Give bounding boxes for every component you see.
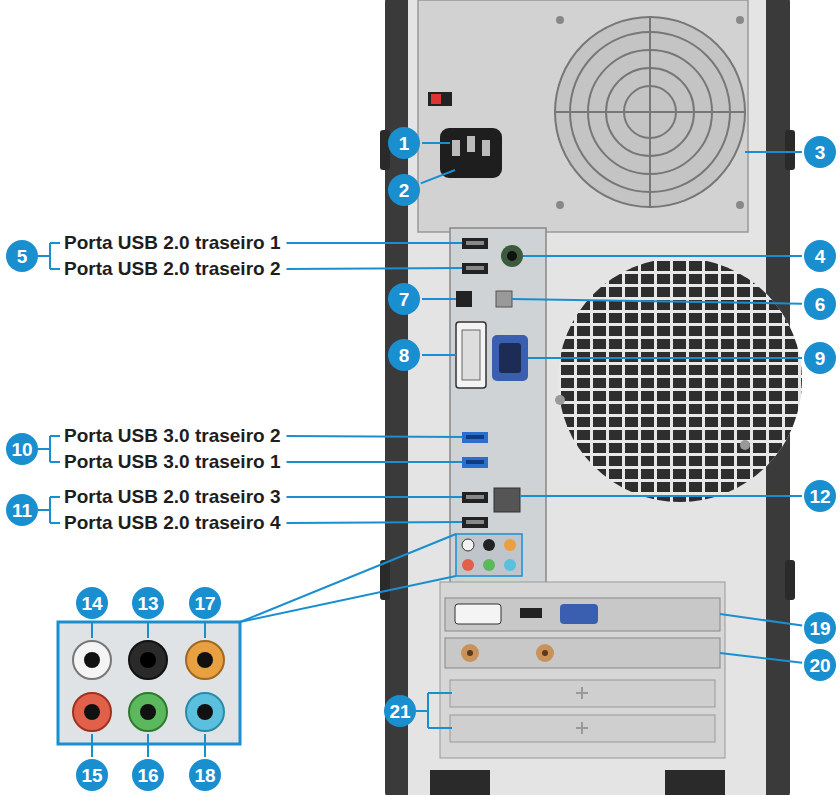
callout-number: 13 bbox=[132, 587, 164, 619]
callout-number: 2 bbox=[388, 174, 420, 206]
leader-line bbox=[286, 436, 462, 437]
leader-line bbox=[91, 621, 93, 638]
callout-number: 6 bbox=[804, 288, 836, 320]
callout-number: 8 bbox=[388, 339, 420, 371]
callout-number: 1 bbox=[388, 127, 420, 159]
leader-line bbox=[286, 268, 462, 269]
port-label: Porta USB 2.0 traseiro 1 bbox=[64, 233, 280, 254]
leader-line bbox=[422, 354, 456, 356]
callout-number: 9 bbox=[804, 342, 836, 374]
leader-line bbox=[422, 142, 450, 144]
case-fan-grille bbox=[555, 255, 805, 505]
callout-number: 17 bbox=[189, 587, 221, 619]
leader-line bbox=[720, 614, 802, 626]
callout-number: 16 bbox=[132, 759, 164, 791]
expansion-slots bbox=[440, 582, 725, 758]
leader-line bbox=[147, 734, 149, 757]
leader-line bbox=[528, 357, 802, 359]
port-label: Porta USB 2.0 traseiro 2 bbox=[64, 259, 280, 280]
leader-line bbox=[422, 298, 456, 300]
leader-line bbox=[91, 734, 93, 757]
port-label: Porta USB 3.0 traseiro 1 bbox=[64, 452, 280, 473]
port-label: Porta USB 2.0 traseiro 3 bbox=[64, 487, 280, 508]
port-label: Porta USB 2.0 traseiro 4 bbox=[64, 513, 280, 534]
callout-number: 5 bbox=[6, 240, 38, 272]
leader-line bbox=[745, 151, 802, 153]
callout-number: 14 bbox=[76, 587, 108, 619]
callout-number: 15 bbox=[76, 759, 108, 791]
leader-line bbox=[720, 653, 802, 663]
leader-line bbox=[520, 495, 802, 497]
callout-number: 18 bbox=[189, 759, 221, 791]
leader-line bbox=[286, 496, 462, 498]
leader-line bbox=[523, 255, 802, 257]
power-supply bbox=[418, 0, 748, 232]
leader-line bbox=[286, 242, 462, 244]
callout-number: 12 bbox=[804, 480, 836, 512]
audio-zoom bbox=[58, 534, 456, 744]
leader-line bbox=[512, 299, 802, 304]
bracket bbox=[38, 243, 452, 728]
leader-line bbox=[204, 621, 206, 638]
io-shield bbox=[450, 228, 546, 584]
callout-number: 19 bbox=[804, 612, 836, 644]
leader-line bbox=[204, 734, 206, 757]
leader-line bbox=[421, 170, 455, 183]
callout-number: 3 bbox=[804, 136, 836, 168]
callout-number: 20 bbox=[804, 649, 836, 681]
port-label: Porta USB 3.0 traseiro 2 bbox=[64, 426, 280, 447]
leader-line bbox=[286, 461, 462, 463]
callout-number: 7 bbox=[388, 283, 420, 315]
callout-number: 10 bbox=[6, 433, 38, 465]
leader-line bbox=[286, 522, 462, 523]
callout-number: 11 bbox=[6, 494, 38, 526]
leader-line bbox=[147, 621, 149, 638]
callout-number: 4 bbox=[804, 240, 836, 272]
callout-number: 21 bbox=[384, 695, 416, 727]
